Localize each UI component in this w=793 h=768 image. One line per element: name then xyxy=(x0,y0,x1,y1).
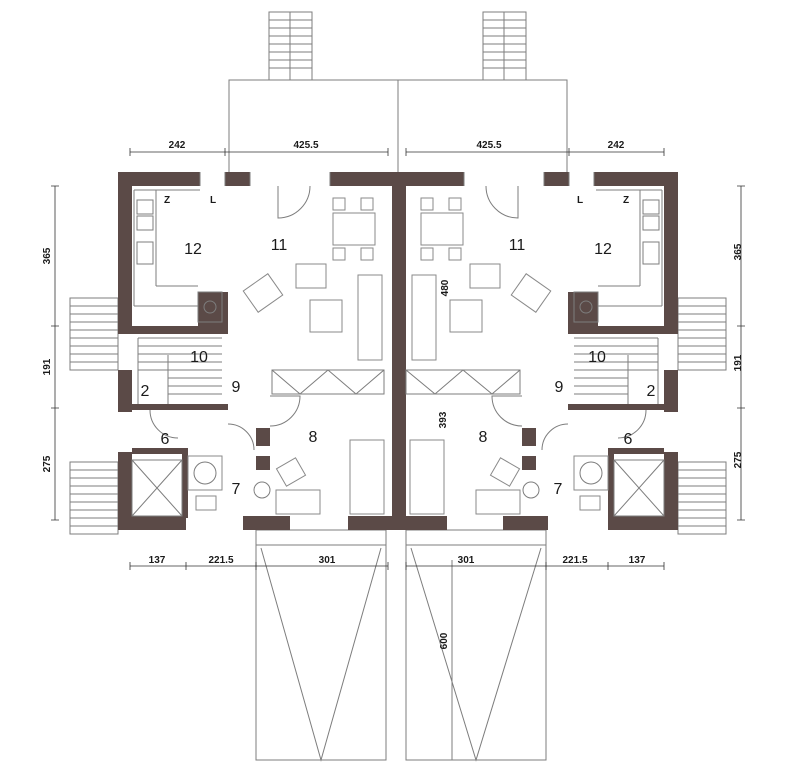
room-9-label: 9 xyxy=(555,379,564,396)
left-closet-6 xyxy=(131,459,183,517)
dim-top-right-425-5: 425.5 xyxy=(476,140,501,151)
right-terrace-outline xyxy=(398,79,568,172)
kitchen-counters xyxy=(133,189,663,323)
living-furniture xyxy=(242,263,552,361)
room-9-label: 9 xyxy=(232,379,241,396)
room-2-label: 2 xyxy=(141,383,150,400)
left-side-stairs-upper xyxy=(69,297,119,371)
dim-bottom-right-301: 301 xyxy=(458,555,475,566)
dim-top-left-242: 242 xyxy=(169,140,186,151)
interior-stairs xyxy=(137,337,659,404)
kitchen-mark-l: L xyxy=(210,195,216,206)
left-side-stairs-lower xyxy=(69,461,119,535)
garages xyxy=(255,529,547,762)
bedroom-furniture xyxy=(275,439,521,515)
dim-right-191: 191 xyxy=(733,354,744,371)
left-wardrobe xyxy=(271,369,385,395)
dim-bottom-left-221-5: 221.5 xyxy=(208,555,233,566)
dim-bottom-right-137: 137 xyxy=(629,555,646,566)
dim-top-right-242: 242 xyxy=(608,140,625,151)
kitchen-mark-z: Z xyxy=(623,195,629,206)
dim-right-365: 365 xyxy=(733,243,744,260)
dim-bottom-right-221-5: 221.5 xyxy=(562,555,587,566)
walls xyxy=(118,172,678,530)
dim-left-275: 275 xyxy=(42,455,53,472)
dim-center-480: 480 xyxy=(440,279,451,296)
left-terrace-outline xyxy=(228,79,399,172)
room-10-label: 10 xyxy=(190,349,208,366)
room-8-label: 8 xyxy=(309,429,318,446)
dim-bottom-left-137: 137 xyxy=(149,555,166,566)
dim-bottom-left-301: 301 xyxy=(319,555,336,566)
right-wardrobe xyxy=(405,369,521,395)
dimension-lines xyxy=(51,148,745,570)
doors xyxy=(149,172,647,451)
room-2-label: 2 xyxy=(647,383,656,400)
right-garage xyxy=(405,529,547,761)
room-11-label: 11 xyxy=(271,237,288,254)
room-11-label: 11 xyxy=(509,237,526,254)
right-side-stairs-lower xyxy=(677,461,727,535)
room-labels-right: 12 11 10 9 2 6 7 8 xyxy=(479,237,656,498)
right-closet-6 xyxy=(613,459,665,517)
dim-center-393: 393 xyxy=(438,411,449,428)
room-labels-left: 12 11 10 9 2 6 7 8 xyxy=(141,237,318,498)
stair-treads-top xyxy=(269,12,526,80)
room-7-label: 7 xyxy=(232,481,241,498)
dimension-labels: 242 425.5 425.5 242 365 191 275 365 191 … xyxy=(42,140,744,649)
room-12-label: 12 xyxy=(184,241,202,258)
dim-left-365: 365 xyxy=(42,247,53,264)
kitchen-mark-z: Z xyxy=(164,195,170,206)
bathroom-fixtures xyxy=(187,455,609,511)
room-8-label: 8 xyxy=(479,429,488,446)
dim-right-275: 275 xyxy=(733,451,744,468)
kitchen-marks: Z L L Z xyxy=(164,195,629,206)
built-in-wardrobes xyxy=(131,369,665,517)
dim-top-left-425-5: 425.5 xyxy=(293,140,318,151)
dim-garage-600: 600 xyxy=(439,632,450,649)
dim-left-191: 191 xyxy=(42,358,53,375)
dining-sets xyxy=(332,197,464,261)
room-6-label: 6 xyxy=(161,431,170,448)
room-7-label: 7 xyxy=(554,481,563,498)
room-10-label: 10 xyxy=(588,349,606,366)
room-6-label: 6 xyxy=(624,431,633,448)
right-side-stairs-upper xyxy=(677,297,727,371)
room-12-label: 12 xyxy=(594,241,612,258)
kitchen-mark-l: L xyxy=(577,195,583,206)
